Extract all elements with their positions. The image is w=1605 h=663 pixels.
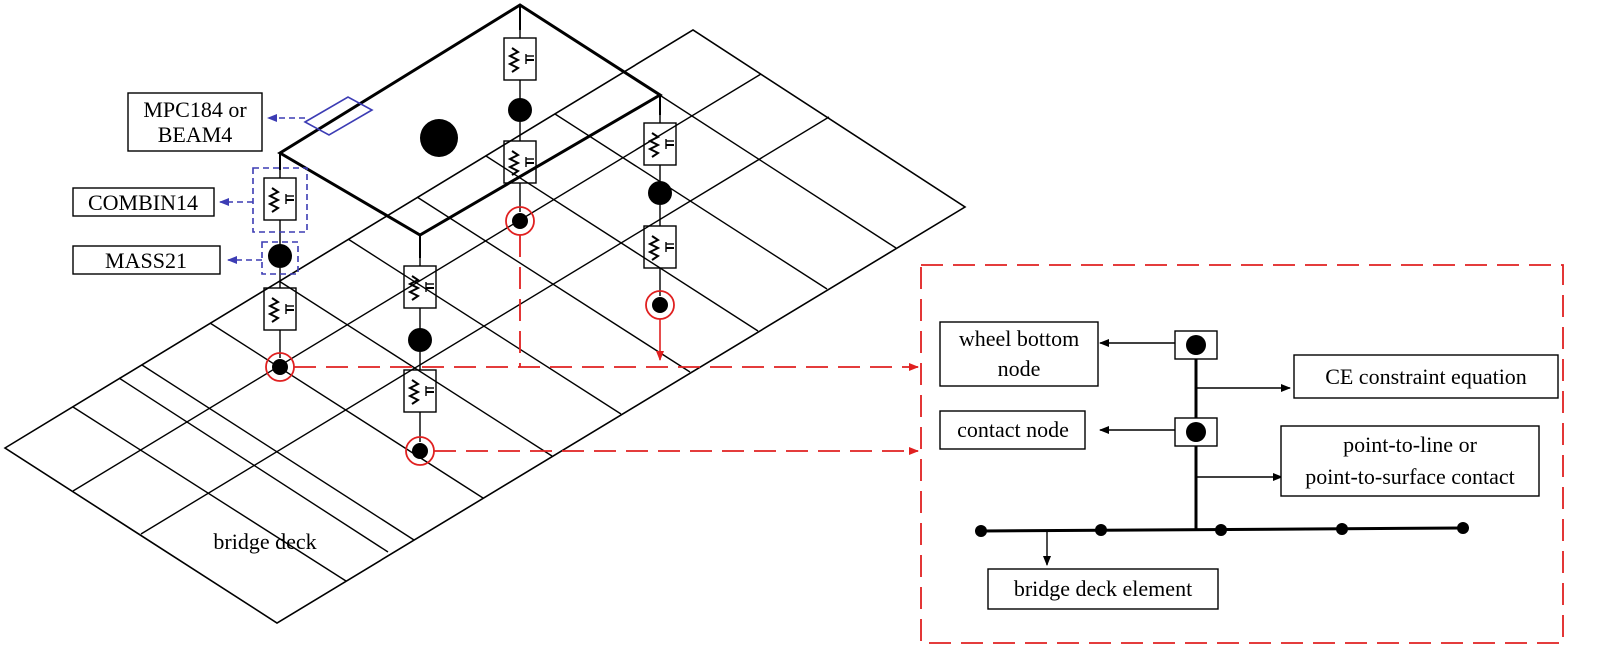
point-contact-label-line1: point-to-line or: [1343, 432, 1477, 457]
deck-line: [623, 71, 897, 249]
mass21-highlight: [261, 241, 299, 275]
contact-node-dot: [412, 443, 428, 459]
leg-right: [643, 114, 677, 320]
deck-line: [485, 155, 759, 332]
wheel-bottom-label-line2: node: [998, 356, 1041, 381]
bridge-deck-element-label: bridge deck element: [1014, 576, 1192, 601]
detail-panel-border: [920, 264, 1564, 644]
detail-connectors: [294, 235, 919, 455]
deck-line: [554, 113, 828, 290]
combin14-highlight: [252, 167, 308, 233]
contact-node-label: contact node: [957, 417, 1069, 442]
leg-back: [503, 29, 537, 236]
contact-detail-panel: wheel bottom node CE constraint equation…: [920, 264, 1564, 644]
deck-line: [141, 364, 415, 541]
mpc184-label-line2: BEAM4: [158, 122, 233, 147]
car-body-mass: [420, 119, 458, 157]
ce-constraint-label-box: [1293, 354, 1559, 399]
deck-line: [209, 322, 484, 499]
bridge-deck-element-label-box: [987, 568, 1219, 610]
leg-front: [403, 257, 437, 466]
combin14-label-box: [72, 187, 215, 217]
deck-line: [140, 116, 830, 535]
leg-left: [263, 169, 297, 382]
mpc184-label-box: [127, 92, 263, 152]
ce-constraint-label: CE constraint equation: [1325, 364, 1527, 389]
contact-node-dot: [512, 213, 528, 229]
deck-line: [72, 406, 347, 582]
mass21-label: MASS21: [105, 248, 187, 273]
wheel-mass: [508, 98, 532, 122]
contact-node-dot: [272, 359, 288, 375]
mass21-label-box: [72, 245, 221, 275]
mpc184-label-line1: MPC184 or: [143, 97, 247, 122]
wheel-mass: [408, 328, 432, 352]
bridge-deck-grid: [3, 29, 967, 624]
point-contact-label-box: [1280, 425, 1540, 497]
deck-line: [72, 73, 762, 492]
wheel-mass: [268, 244, 292, 268]
combin14-label: COMBIN14: [88, 190, 198, 215]
deck-outline: [3, 29, 967, 624]
element-type-annotations: MPC184 or BEAM4 COMBIN14 MASS21: [72, 92, 374, 275]
vehicle-frame: [277, 3, 663, 258]
wheel-mass: [648, 181, 672, 205]
wheel-bottom-node-dot: [1186, 335, 1206, 355]
deck-line: [278, 280, 553, 457]
contact-node-dot: [652, 297, 668, 313]
mpc184-highlight: [303, 96, 374, 136]
car-body-top: [277, 3, 663, 237]
wheel-bottom-label-line1: wheel bottom: [959, 326, 1079, 351]
wheel-bottom-label-box: [939, 321, 1099, 387]
bridge-deck-label: bridge deck: [213, 529, 316, 554]
contact-node-label-box: [939, 410, 1086, 450]
point-contact-label-line2: point-to-surface contact: [1305, 464, 1515, 489]
contact-node-detail-dot: [1186, 422, 1206, 442]
